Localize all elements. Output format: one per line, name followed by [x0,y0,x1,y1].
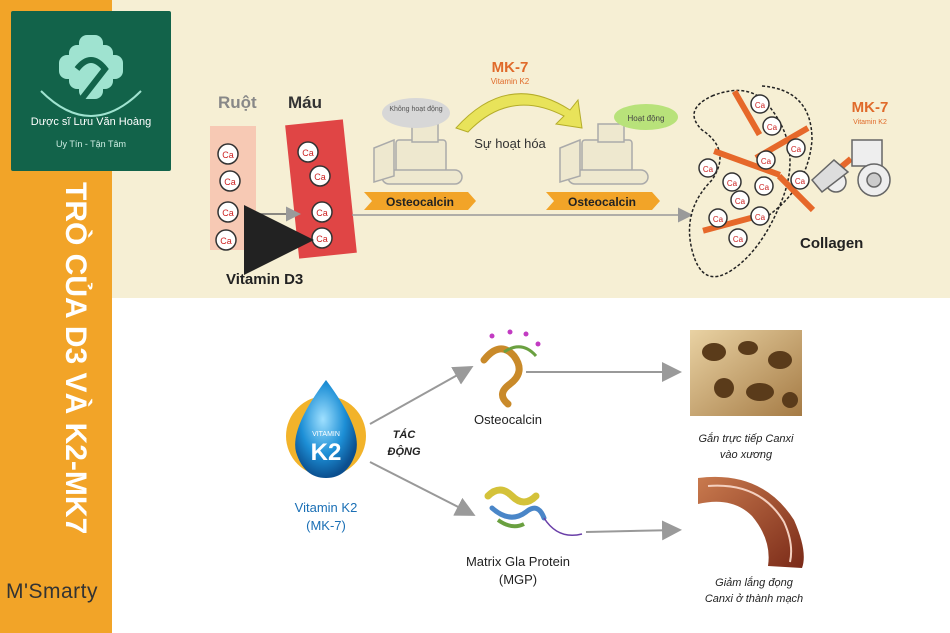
bulldozer-inactive-icon [373,123,463,185]
svg-text:Ca: Ca [224,177,236,187]
bulldozer-active-icon [559,123,649,185]
arrow-mgp-vessel [585,520,682,541]
blood-vessel-icon [698,476,804,568]
svg-text:Ca: Ca [791,145,802,154]
svg-text:Ca: Ca [316,234,328,244]
vitamin-k2-name: Vitamin K2 [295,500,358,515]
osteocalcin-banner-active [546,192,660,210]
vitamin-k2-right-label: Vitamin K2 [853,119,887,126]
vitamin-k2-top-label: Vitamin K2 [491,77,530,86]
active-bubble [614,104,678,130]
brand-name: M'Smarty [6,580,99,603]
ruot-ca-group: Ca Ca Ca Ca [215,143,241,251]
osteocalcin-inactive-label: Osteocalcin [386,195,454,209]
svg-text:Ca: Ca [222,150,234,160]
svg-text:VITAMIN: VITAMIN [312,431,340,438]
collagen-label: Collagen [800,235,863,252]
loader-icon [810,139,891,197]
svg-text:Ca: Ca [755,101,766,110]
svg-text:Ca: Ca [222,208,234,218]
mgp-protein-icon [484,486,583,536]
logo-emblem: Dược sĩ Lưu Văn Hoàng Uy Tín - Tận Tâm [31,35,151,149]
svg-text:Ca: Ca [727,179,738,188]
svg-text:Ca: Ca [316,208,328,218]
logo-slogan: Uy Tín - Tận Tâm [56,139,126,149]
vessel-effect-line2: Canxi ở thành mạch [705,593,803,605]
diagram: Ruột Máu Ca Ca Ca Ca Ca Ca Ca Ca Vitamin… [210,59,891,605]
svg-text:Ca: Ca [314,172,326,182]
bone-effect-line2: vào xương [720,449,773,461]
osteocalcin-bottom-label: Osteocalcin [474,412,542,427]
ruot-label: Ruột [218,93,257,112]
mau-ca-group: Ca Ca Ca Ca [297,141,333,249]
mk7-top-label: MK-7 [492,59,529,76]
svg-text:Ca: Ca [755,213,766,222]
vitamin-d3-label: Vitamin D3 [226,271,303,288]
arrow-to-osteocalcin [369,366,474,425]
osteocalcin-protein-icon [480,329,541,408]
arrow-to-mgp [369,461,476,516]
mgp-label-line1: Matrix Gla Protein [466,554,570,569]
svg-text:Ca: Ca [761,157,772,166]
activation-arrow [455,93,583,133]
activation-label: Sự hoạt hóa [474,136,546,151]
vertical-title: TRÒ CỦA D3 VÀ K2-MK7 [59,182,93,534]
active-label: Hoạt động [628,114,665,123]
svg-text:Ca: Ca [220,236,232,246]
dong-label: ĐỘNG [388,445,421,458]
collagen-ca-group: Ca Ca Ca Ca Ca Ca Ca Ca Ca Ca Ca Ca [698,94,810,248]
svg-text:Ca: Ca [302,148,314,158]
svg-text:Ca: Ca [767,123,778,132]
logo: Dược sĩ Lưu Văn Hoàng Uy Tín - Tận Tâm [11,11,171,171]
vertical-title-text: TRÒ CỦA D3 VÀ K2-MK7 [59,182,93,534]
svg-text:Ca: Ca [795,177,806,186]
logo-name: Dược sĩ Lưu Văn Hoàng [31,116,151,128]
vessel-effect-line1: Giảm lắng đọng [715,576,794,589]
mk7-right-label: MK-7 [852,99,889,116]
svg-text:Ca: Ca [703,165,714,174]
mgp-label-line2: (MGP) [499,572,537,587]
osteocalcin-banner-inactive [364,192,476,210]
osteocalcin-active-label: Osteocalcin [568,195,636,209]
vitamin-k2-drop-icon: VITAMIN K2 [286,380,366,478]
svg-text:Ca: Ca [759,183,770,192]
bone-tissue-icon [690,330,802,416]
bone-effect-line1: Gắn trực tiếp Canxi [698,432,794,445]
svg-text:Ca: Ca [735,197,746,206]
tac-label: TÁC [393,428,417,441]
mau-label: Máu [288,93,322,112]
mk7-paren: (MK-7) [306,518,346,533]
svg-text:K2: K2 [311,439,342,466]
svg-text:Ca: Ca [713,215,724,224]
inactive-bubble [382,98,450,128]
inactive-label: Không hoạt động [389,106,442,113]
svg-text:Ca: Ca [733,235,744,244]
